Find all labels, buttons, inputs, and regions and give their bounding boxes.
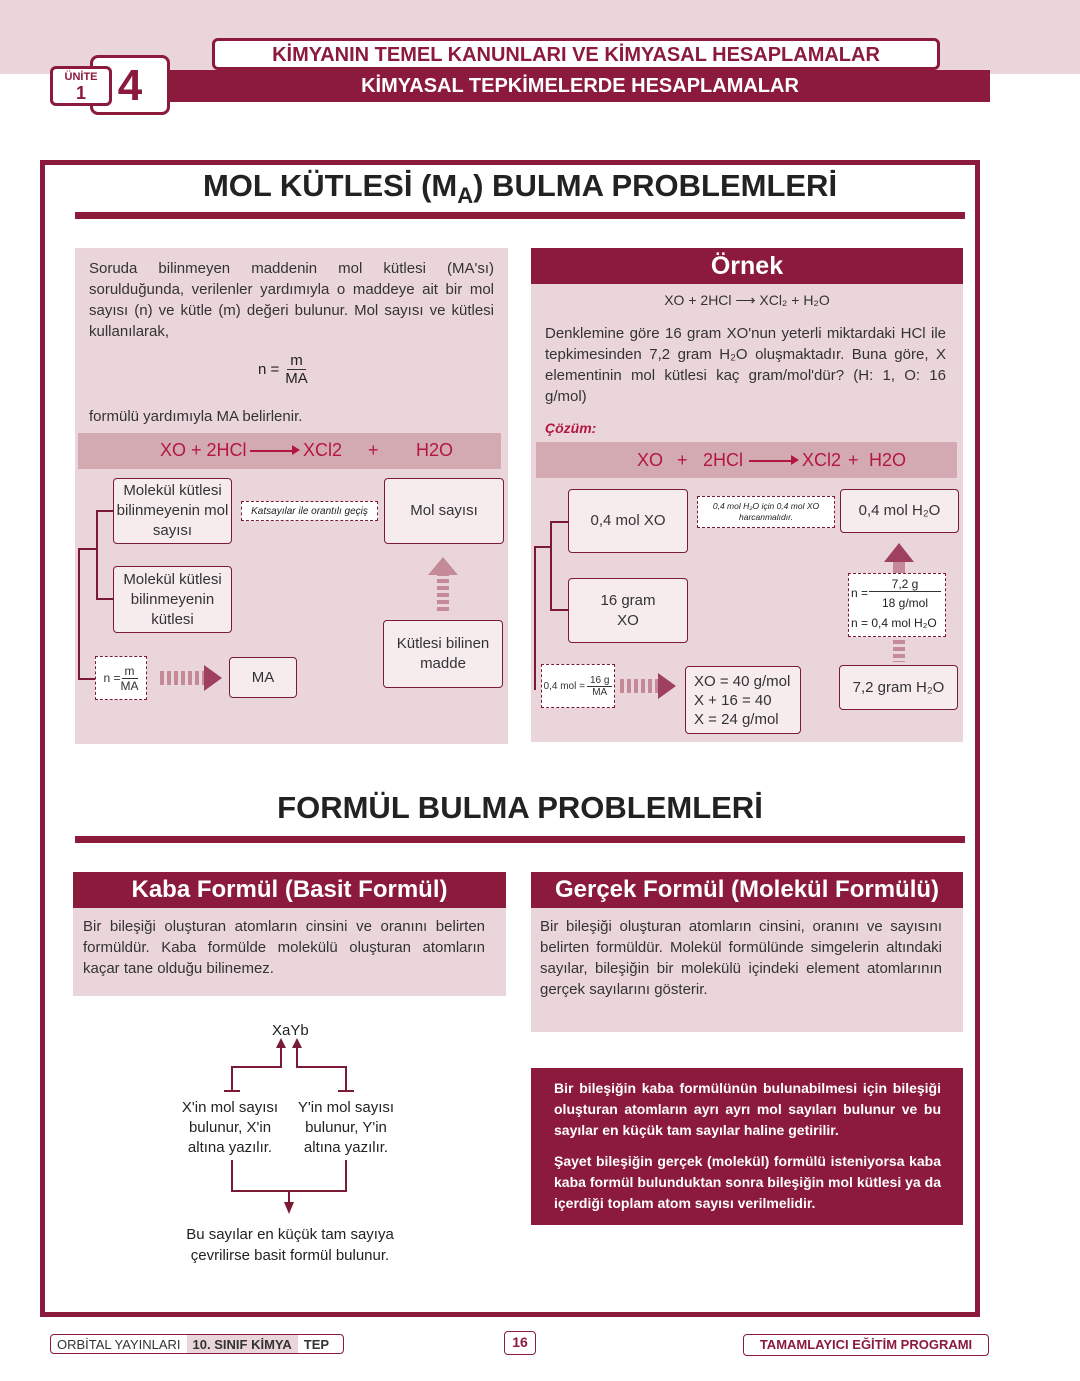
up-arrow-icon [428,557,458,575]
page-number: 16 [504,1331,536,1355]
right-equation-bar [536,442,957,478]
info-text-2: Şayet bileşiğin gerçek (molekül) formülü… [554,1153,941,1211]
kaba-text: Bir bileşiği oluşturan atomların cinsini… [83,918,485,977]
footer-publisher: ORBİTAL YAYINLARI [57,1336,181,1352]
info-text-1: Bir bileşiğin kaba formülünün bulunabilm… [554,1080,941,1138]
box-ma: MA [229,657,297,698]
right-eq-hcl: 2HCl [703,450,744,470]
kaba-title: Kaba Formül (Basit Formül) [73,872,506,908]
unit-badge: ÜNİTE 1 [50,66,112,106]
left-eq-product1: XCl2 [303,440,343,460]
left-paragraph-1: Soruda bilinmeyen maddenin mol kütlesi (… [89,260,494,340]
xa-line [280,1048,282,1066]
bracket-top [78,548,96,550]
right-eq-arrowhead [791,455,799,465]
gercek-text: Bir bileşiği oluşturan atomların cinsini… [540,918,942,998]
x-bottom-line [231,1160,233,1190]
right-bracket-inner-bottom [550,609,568,611]
x-branch-cap [224,1090,240,1092]
bottom-note: Bu sayılar en küçük tam sayıya çevrilirs… [186,1226,394,1264]
box-mk-kutlesi: Molekül kütlesi bilinmeyenin kütlesi [113,566,232,633]
right-eq-arrow [749,460,793,462]
left-eq-arrowhead [292,445,300,455]
up-arrow-shaft-right [893,562,905,576]
page-frame [40,160,980,1317]
x-branch-down [231,1066,233,1092]
ornek-title: Örnek [531,248,963,284]
x-branch [231,1066,282,1068]
ornek-reaction: XO + 2HCl ⟶ XCl₂ + H₂O [664,292,830,308]
cozum-label: Çözüm: [545,420,597,436]
right-eq-plus1: + [677,450,688,470]
right-eq-xo: XO [637,450,664,470]
left-eq-product2: H2O [416,440,454,460]
box-16-gram-xo: 16 gram XO [568,578,688,643]
calc-dashed-arrow [620,679,660,693]
left-eq-arrow [250,450,296,452]
right-eq-xcl2: XCl2 [802,450,842,470]
section1-title: MOL KÜTLESİ (MA) BULMA PROBLEMLERİ [202,168,838,209]
unit-label: ÜNİTE [64,71,98,83]
bottom-arrow-icon [284,1202,294,1214]
header-title-top: KİMYANIN TEMEL KANUNLARI VE KİMYASAL HES… [212,38,940,70]
left-paragraph-2: formülü yardımıyla MA belirlenir. [89,408,303,425]
section1-rule [75,212,965,219]
box-result: XO = 40 g/mol X + 16 = 40 X = 24 g/mol [685,666,801,734]
box-mk-mol-sayisi: Molekül kütlesi bilinmeyenin mol sayısı [113,478,232,544]
bracket-bottom [78,678,96,680]
box-04-mol-xo: 0,4 mol XO [568,489,688,553]
bracket-inner [96,510,98,600]
footer-tep: TEP [303,1336,330,1352]
box-72-gram-h2o: 7,2 gram H₂O [839,665,958,710]
box-kutlesi-bilinen: Kütlesi bilinen madde [383,620,503,688]
box-04-mol-h2o: 0,4 mol H₂O [840,489,959,533]
box-mol-sayisi: Mol sayısı [384,478,504,544]
yb-arrow-icon [292,1038,302,1048]
up-arrow-right-icon [884,543,914,562]
right-bracket [534,546,536,690]
left-eq-plus: + [368,440,379,460]
right-dashed-arrow-shaft [160,671,206,685]
formula-xayb: XaYb [272,1022,309,1039]
section2-rule [75,836,965,843]
unit-number: 1 [75,83,86,103]
y-branch-cap [338,1090,354,1092]
section2-title: FORMÜL BULMA PROBLEMLERİ [277,790,763,825]
bracket-line [78,548,80,680]
right-eq-plus2: + [848,450,859,470]
y-branch-down [345,1066,347,1092]
yb-line [296,1048,298,1066]
right-arrow-icon [204,665,222,691]
x-note: X'in mol sayısı bulunur, X'in altına yaz… [181,1099,279,1156]
right-bracket-inner [550,521,552,611]
bottom-stem [288,1190,290,1202]
right-bracket-top [534,546,550,548]
bracket-inner-top [96,510,114,512]
gercek-title: Gerçek Formül (Molekül Formülü) [531,872,963,908]
left-eq-reactants: XO + 2HCl [160,440,247,460]
xa-arrow-icon [276,1038,286,1048]
info-box: Bir bileşiğin kaba formülünün bulunabilm… [531,1068,963,1225]
ornek-question: Denklemine göre 16 gram XO'nun yeterli m… [545,325,946,405]
y-branch [296,1066,347,1068]
footer-program: TAMAMLAYICI EĞİTİM PROGRAMI [743,1334,989,1356]
header-title-bottom: KİMYASAL TEPKİMELERDE HESAPLAMALAR [170,70,990,102]
box-n-fraction: n = 7,2 g 18 g/mol n = 0,4 mol H₂O [848,573,946,637]
footer-left: ORBİTAL YAYINLARI 10. SINIF KİMYA TEP [50,1334,344,1354]
right-eq-h2o: H2O [869,450,907,470]
y-bottom-line [345,1160,347,1190]
harcanmalidir-note: 0,4 mol H₂O için 0,4 mol XO harcanmalıdı… [697,496,835,528]
katsayilar-arrow-label: Katsayılar ile orantılı geçiş [241,501,378,521]
bracket-inner-bottom [96,598,114,600]
dashed-shaft-right [893,640,905,662]
calc-arrow-icon [658,673,676,699]
up-dashed-arrow-shaft [437,572,449,614]
footer-grade: 10. SINIF KİMYA [186,1335,298,1353]
right-bracket-inner-top [550,521,568,523]
y-note: Y'in mol sayısı bulunur, Y'in altına yaz… [297,1099,395,1156]
